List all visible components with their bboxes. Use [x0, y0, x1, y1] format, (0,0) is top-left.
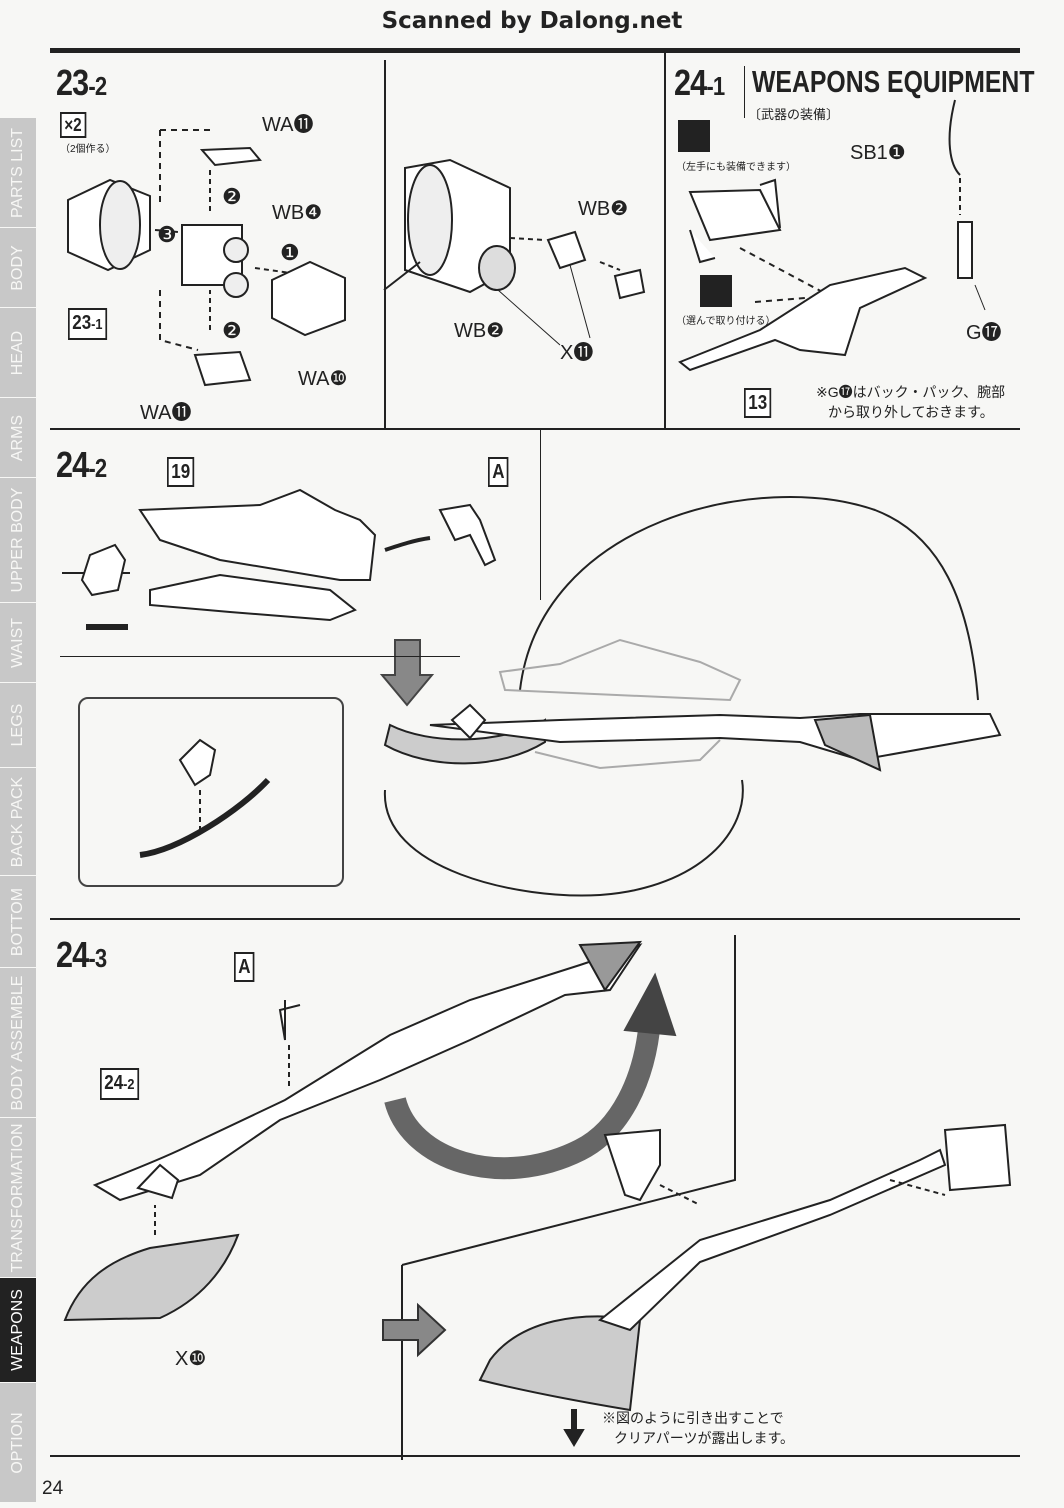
part-label: X❿ [175, 1348, 207, 1370]
order-marker: ❷ [222, 318, 242, 343]
scan-credit: Scanned by Dalong.net [381, 8, 683, 34]
ref-box-13: 13 [744, 388, 772, 418]
sidebar-tab-head[interactable]: HEAD [0, 308, 36, 398]
sidebar-tab-legs[interactable]: LEGS [0, 683, 36, 768]
page-number: 24 [42, 1478, 64, 1499]
sidebar-tab-waist[interactable]: WAIST [0, 603, 36, 683]
step-number-24-2: 24-2 [56, 444, 107, 485]
bottom-rule [50, 1455, 1020, 1457]
sidebar-tab-bottom[interactable]: BOTTOM [0, 876, 36, 968]
ref-box-a: A [488, 457, 509, 487]
sidebar-tab-transformation[interactable]: TRANSFORMATION [0, 1118, 36, 1278]
sidebar-tab-back-pack[interactable]: BACK PACK [0, 768, 36, 876]
part-label: WA⓫ [262, 114, 314, 136]
step-number-23-2: 23-2 [56, 62, 107, 103]
panel-divider [384, 60, 386, 428]
part-label: WA⓫ [140, 402, 192, 424]
sidebar-tab-body[interactable]: BODY [0, 228, 36, 308]
note-line: から取り外しておきます。 [828, 404, 994, 420]
panel-divider [540, 430, 541, 600]
sidebar-tab-upper-body[interactable]: UPPER BODY [0, 478, 36, 603]
note-line: クリアパーツが露出します。 [614, 1430, 795, 1446]
order-marker: ❶ [280, 240, 300, 265]
choose-icon [700, 275, 732, 307]
sidebar-tab-option[interactable]: OPTION [0, 1383, 36, 1503]
sidebar-tab-weapons[interactable]: WEAPONS [0, 1278, 36, 1383]
ref-box-24-2: 24-2 [100, 1068, 139, 1100]
section-title-jp: 〔武器の装備〕 [748, 107, 840, 122]
divider-rule [50, 428, 1020, 430]
left-right-hand-icon [678, 120, 710, 152]
note-line: ※図のように引き出すことで [602, 1410, 784, 1426]
panel-divider [664, 52, 666, 428]
order-marker: ❷ [222, 184, 242, 209]
part-label: WB❷ [578, 198, 629, 220]
choose-note: （選んで取り付ける） [676, 316, 776, 327]
detail-inset [78, 697, 344, 887]
ref-box-23-1: 23-1 [68, 308, 107, 340]
part-label: SB1❶ [850, 142, 906, 164]
divider-rule [50, 918, 1020, 920]
note-line: ※G⓱はバック・パック、腕部 [816, 384, 1006, 400]
part-label: X⓫ [560, 342, 594, 364]
left-hand-note: （左手にも装備できます） [676, 162, 796, 173]
part-label: WB❹ [272, 202, 323, 224]
sidebar-tab-parts-list[interactable]: PARTS LIST [0, 118, 36, 228]
order-marker: ❸ [157, 222, 177, 247]
part-23-1-drawing [67, 178, 151, 272]
part-label: WA❿ [298, 368, 348, 390]
part-label: WB❷ [454, 320, 505, 342]
top-rule [50, 48, 1020, 53]
sidebar-tab-arms[interactable]: ARMS [0, 398, 36, 478]
step-number-24-1: 24-1 [674, 62, 725, 103]
sidebar-tab-body-assemble[interactable]: BODY ASSEMBLE [0, 968, 36, 1118]
title-divider [744, 66, 745, 118]
multiplier-note: （2個作る） [60, 144, 116, 155]
section-title: WEAPONS EQUIPMENT [752, 64, 1035, 99]
ref-box-19: 19 [167, 457, 195, 487]
multiplier-badge: ×2 [60, 112, 86, 138]
step-number-24-3: 24-3 [56, 934, 107, 975]
ref-box-a: A [234, 952, 255, 982]
panel-divider [60, 656, 460, 657]
part-label: G⓱ [966, 322, 1002, 344]
